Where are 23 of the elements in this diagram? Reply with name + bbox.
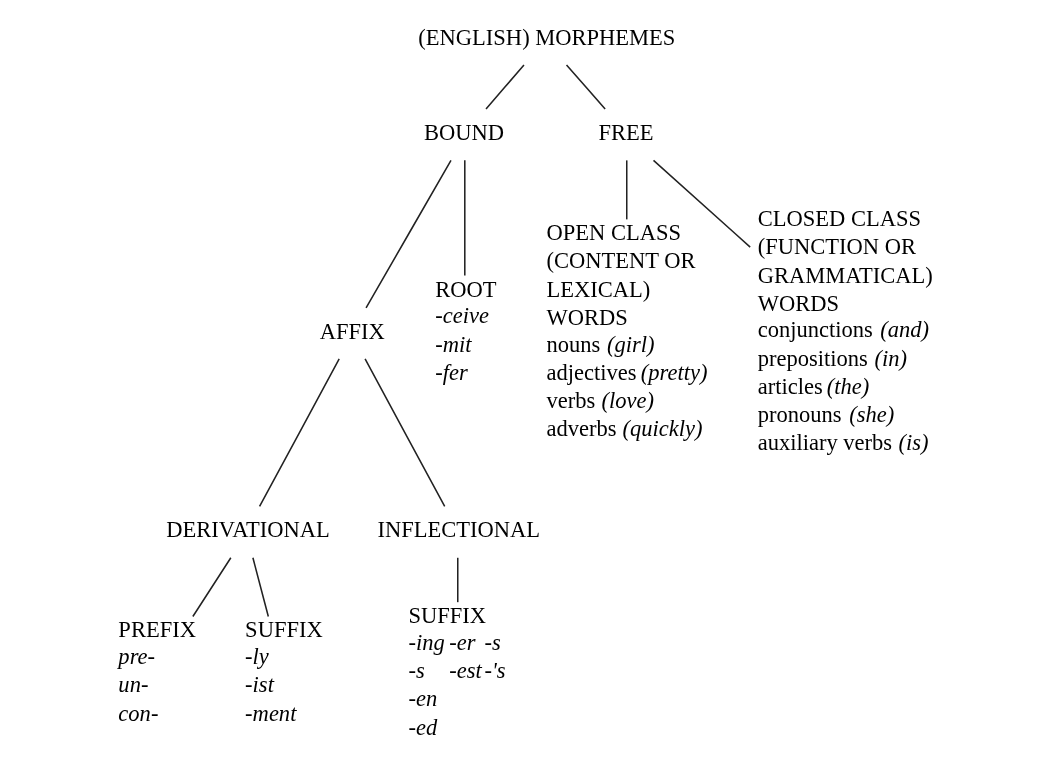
node-text: BOUND [423,120,504,146]
node-text: ROOT -ceive -mit -fer [434,276,497,385]
node-text: SUFFIX -ing -er -s -s -est-'s -en -ed [407,603,506,740]
node-text: (ENGLISH) MORPHEMES [417,24,675,50]
node-text: DERIVATIONAL [165,517,330,543]
connector [258,358,340,508]
node-text: SUFFIX -ly -ist -ment [244,617,323,726]
node-text: CLOSED CLASS (FUNCTION OR GRAMMATICAL) WORDS conjunctions (and) prepositions (in) articles (the) pronouns (she) auxiliary verbs (is) [757,206,933,456]
connector [652,159,751,248]
connector [456,557,459,603]
connector [484,64,525,110]
node-text: PREFIX pre- un- con- [117,617,196,726]
connector [565,64,606,110]
node-text: AFFIX [319,318,385,344]
node-text: OPEN CLASS (CONTENT OR LEXICAL) WORDS nouns (girl) adjectives (pretty) verbs (love) adverbs (quickly) [545,220,708,442]
connector [625,159,627,221]
connector [463,159,466,277]
connector [363,358,445,508]
connector [364,159,452,309]
connector [251,557,269,618]
node-text: INFLECTIONAL [376,517,540,543]
connector [191,557,232,618]
node-text: FREE [598,120,654,146]
